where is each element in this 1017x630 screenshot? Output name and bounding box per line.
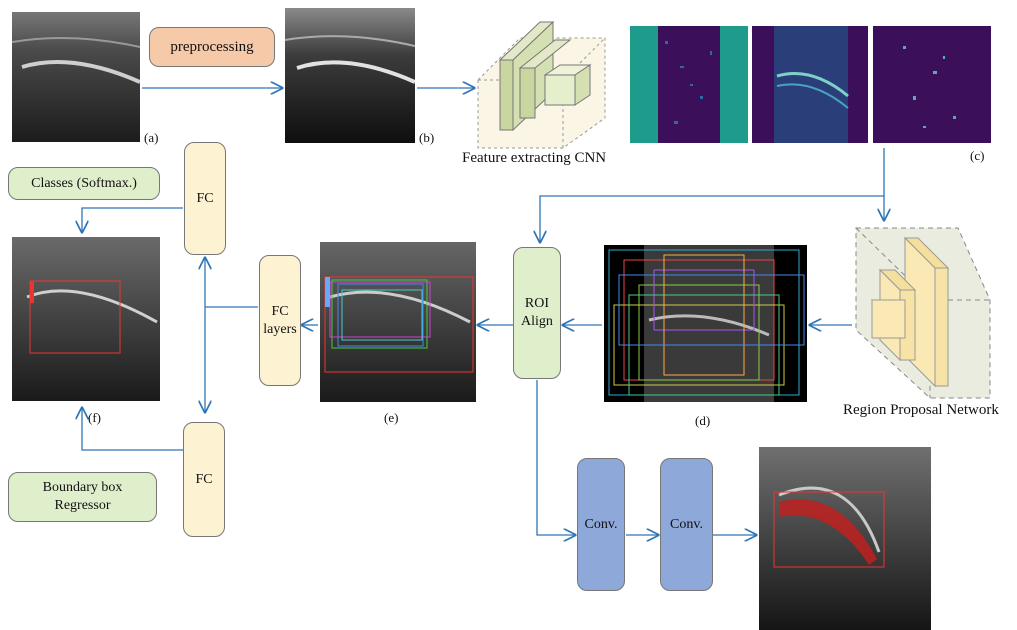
cnn-illustration: [477, 20, 606, 149]
image-b-preprocessed-ultrasound: [285, 8, 415, 143]
rpn-label: Region Proposal Network: [843, 402, 999, 418]
label-e: (e): [384, 410, 399, 425]
arrow-roi-to-conv: [536, 380, 575, 535]
label-f: (f): [88, 410, 101, 425]
feature-map-3: [873, 26, 991, 143]
classes-softmax-box: Classes (Softmax.): [8, 167, 160, 200]
label-b: (b): [419, 130, 435, 145]
label-a: (a): [144, 130, 159, 145]
arrow-bbox-to-f: [82, 408, 183, 451]
image-a-raw-ultrasound: [12, 12, 140, 142]
roi-align-box: ROI Align: [513, 247, 561, 379]
conv1-box: Conv.: [577, 458, 625, 591]
arrow-classes-to-f: [82, 207, 183, 232]
image-e-detections: [320, 242, 476, 402]
feature-map-2: [752, 26, 868, 143]
cnn-label: Feature extracting CNN: [462, 150, 607, 166]
rpn-illustration: [855, 227, 991, 399]
label-d: (d): [695, 413, 711, 428]
conv2-box: Conv.: [660, 458, 713, 591]
image-f-final-detection: [12, 237, 160, 401]
label-c: (c): [970, 148, 985, 163]
image-mask-output: [759, 447, 931, 630]
fc-layers-box: FC layers: [259, 255, 301, 386]
fc-bottom-box: FC: [183, 422, 225, 537]
bbox-regressor-box: Boundary box Regressor: [8, 472, 157, 522]
image-d-region-proposals: [604, 245, 807, 402]
fc-top-box: FC: [184, 142, 226, 255]
arrow-c-down: [540, 148, 885, 242]
preprocessing-box: preprocessing: [149, 27, 275, 67]
feature-map-1: [630, 26, 748, 143]
